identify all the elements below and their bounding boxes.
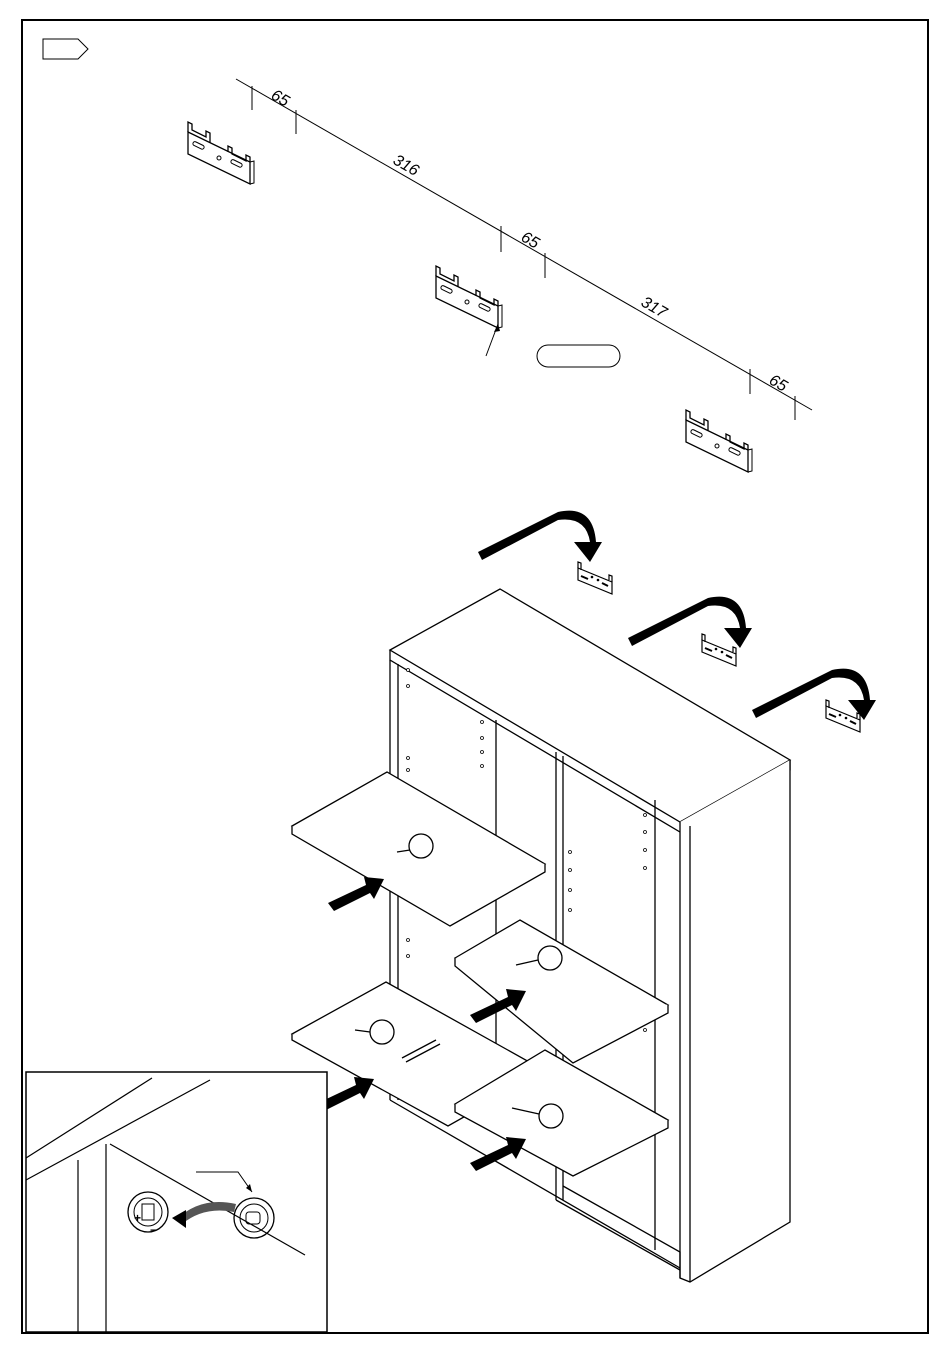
step-arrow-icon	[43, 39, 88, 59]
curved-arrow-icon	[628, 597, 752, 648]
dim-label-span-1: 316	[390, 152, 422, 180]
dim-label-gap-b: 65	[518, 229, 542, 253]
svg-text:−: −	[150, 1223, 157, 1237]
wall-bracket-center	[436, 266, 502, 328]
cabinet-bracket-2	[702, 634, 736, 666]
dim-label-gap-a: 65	[268, 87, 292, 111]
cabinet-bracket-1	[578, 562, 612, 594]
dimension-line: 65 316 65 317 65	[236, 79, 812, 420]
curved-arrow-icon	[478, 511, 602, 562]
curved-arrow-icon	[752, 669, 876, 720]
part-label-pill	[537, 345, 620, 367]
push-arrow-icon	[470, 1137, 526, 1171]
cabinet	[390, 589, 790, 1282]
detail-inset: + −	[26, 1072, 327, 1332]
svg-text:+: +	[134, 1211, 141, 1225]
push-arrow-icon	[328, 877, 384, 911]
wall-bracket-left	[188, 122, 254, 184]
wall-bracket-right	[686, 410, 752, 472]
dim-label-gap-c: 65	[766, 372, 790, 396]
dim-label-span-2: 317	[638, 294, 671, 323]
